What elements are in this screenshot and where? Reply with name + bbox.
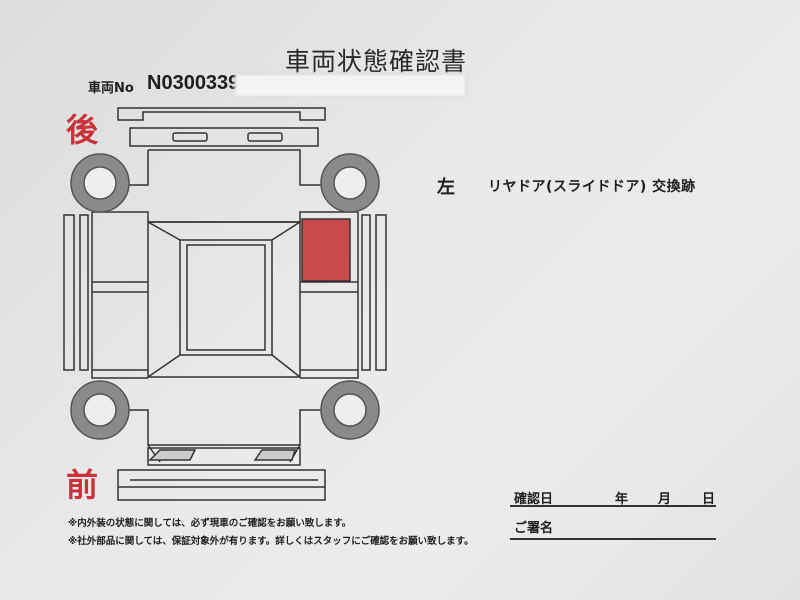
footnote-interior-exterior: ※内外装の状態に関しては、必ず現車のご確認をお願い致します。 bbox=[68, 518, 352, 529]
redacted-field bbox=[235, 75, 465, 96]
month-label: 月 bbox=[658, 492, 672, 507]
damage-description: リヤドア(スライドドア) 交換跡 bbox=[488, 179, 696, 195]
footnote-aftermarket-parts: ※社外部品に関しては、保証対象外が有ります。詳しくはスタッフにご確認をお願い致し… bbox=[68, 536, 474, 547]
signature-label: ご署名 bbox=[514, 521, 554, 536]
damage-side-label: 左 bbox=[437, 177, 455, 198]
date-underline bbox=[510, 505, 716, 507]
day-label: 日 bbox=[702, 492, 716, 507]
year-label: 年 bbox=[615, 492, 629, 507]
front-label: 前 bbox=[66, 466, 99, 504]
document-title: 車両状態確認書 bbox=[285, 47, 468, 76]
vehicle-number-label: 車両No bbox=[88, 81, 134, 96]
signature-line bbox=[510, 538, 716, 540]
vehicle-number: N0300339 bbox=[147, 72, 240, 94]
confirmation-date-label: 確認日 bbox=[514, 492, 554, 507]
rear-label: 後 bbox=[66, 111, 99, 149]
